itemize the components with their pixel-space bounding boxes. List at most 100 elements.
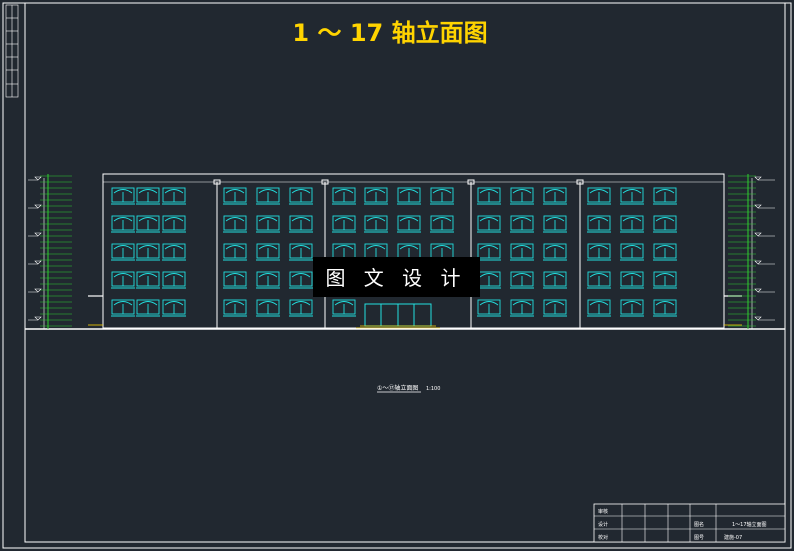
tb-label-design: 设计 xyxy=(598,521,608,528)
tb-value-drawing-name: 1～17轴立面图 xyxy=(732,521,767,528)
window xyxy=(510,243,534,261)
window xyxy=(289,243,313,261)
window xyxy=(543,243,567,261)
window xyxy=(364,215,388,233)
level-symbol xyxy=(754,260,762,265)
caption-text: ①～⑰轴立面图 xyxy=(377,384,418,392)
window xyxy=(289,299,313,317)
entrance-steps xyxy=(356,325,440,329)
window xyxy=(477,271,501,289)
window xyxy=(397,187,421,205)
level-symbol xyxy=(754,232,762,237)
tb-label-check: 校对 xyxy=(598,534,608,541)
level-markers-right xyxy=(728,174,775,329)
level-symbol xyxy=(754,288,762,293)
window xyxy=(136,215,160,233)
window xyxy=(162,243,186,261)
window xyxy=(223,187,247,205)
pilaster-cap xyxy=(321,179,329,185)
window xyxy=(430,187,454,205)
window xyxy=(289,215,313,233)
level-symbol xyxy=(34,288,42,293)
window xyxy=(223,299,247,317)
watermark-text: 图 文 设 计 xyxy=(325,266,466,290)
window xyxy=(543,299,567,317)
window xyxy=(510,271,534,289)
level-symbol xyxy=(34,260,42,265)
window xyxy=(256,215,280,233)
window xyxy=(620,187,644,205)
window xyxy=(653,187,677,205)
window xyxy=(477,187,501,205)
window xyxy=(162,271,186,289)
window xyxy=(223,243,247,261)
window xyxy=(543,215,567,233)
window xyxy=(256,271,280,289)
window xyxy=(653,215,677,233)
window xyxy=(162,187,186,205)
tb-label-drawing-name: 图名 xyxy=(694,521,704,528)
window xyxy=(136,243,160,261)
window xyxy=(653,271,677,289)
inner-sheet-border xyxy=(24,2,786,543)
window xyxy=(136,271,160,289)
window xyxy=(477,243,501,261)
window xyxy=(289,271,313,289)
window xyxy=(136,299,160,317)
window xyxy=(332,215,356,233)
drawing-title: 1 ～ 17 轴立面图 xyxy=(292,19,487,47)
tb-label-review: 审核 xyxy=(598,508,608,515)
title-block: 审核 设计 校对 图名 图号 1～17轴立面图 建施-07 xyxy=(593,503,786,543)
tb-value-drawing-no: 建施-07 xyxy=(724,534,742,541)
window xyxy=(653,299,677,317)
pilaster-cap xyxy=(213,179,221,185)
level-symbol xyxy=(754,204,762,209)
window xyxy=(430,215,454,233)
level-symbol xyxy=(34,176,42,181)
window xyxy=(587,187,611,205)
window xyxy=(111,243,135,261)
pilasters xyxy=(213,179,584,328)
window xyxy=(136,187,160,205)
window xyxy=(653,243,677,261)
window xyxy=(111,215,135,233)
caption-scale: 1:100 xyxy=(426,386,440,392)
window xyxy=(397,215,421,233)
elevation-caption: ①～⑰轴立面图 1:100 xyxy=(377,384,440,393)
window xyxy=(620,271,644,289)
window xyxy=(510,215,534,233)
window xyxy=(587,215,611,233)
level-markers-left xyxy=(28,174,72,329)
window xyxy=(256,243,280,261)
window xyxy=(587,271,611,289)
window xyxy=(543,271,567,289)
binding-strip xyxy=(5,4,19,98)
window xyxy=(620,299,644,317)
level-symbol xyxy=(34,232,42,237)
level-symbol xyxy=(34,204,42,209)
pilaster-cap xyxy=(576,179,584,185)
window xyxy=(587,243,611,261)
window xyxy=(111,187,135,205)
entrance-door xyxy=(364,303,432,327)
window xyxy=(332,187,356,205)
window xyxy=(620,243,644,261)
window xyxy=(477,215,501,233)
window xyxy=(510,299,534,317)
watermark: 图 文 设 计 xyxy=(313,257,480,297)
window-grid xyxy=(111,187,677,317)
window xyxy=(111,271,135,289)
window xyxy=(510,187,534,205)
pilaster-cap xyxy=(467,179,475,185)
window xyxy=(364,187,388,205)
window xyxy=(289,187,313,205)
level-symbol xyxy=(754,316,762,321)
level-symbol xyxy=(34,316,42,321)
window xyxy=(162,215,186,233)
window xyxy=(162,299,186,317)
window xyxy=(332,299,356,317)
window xyxy=(111,299,135,317)
window xyxy=(256,299,280,317)
